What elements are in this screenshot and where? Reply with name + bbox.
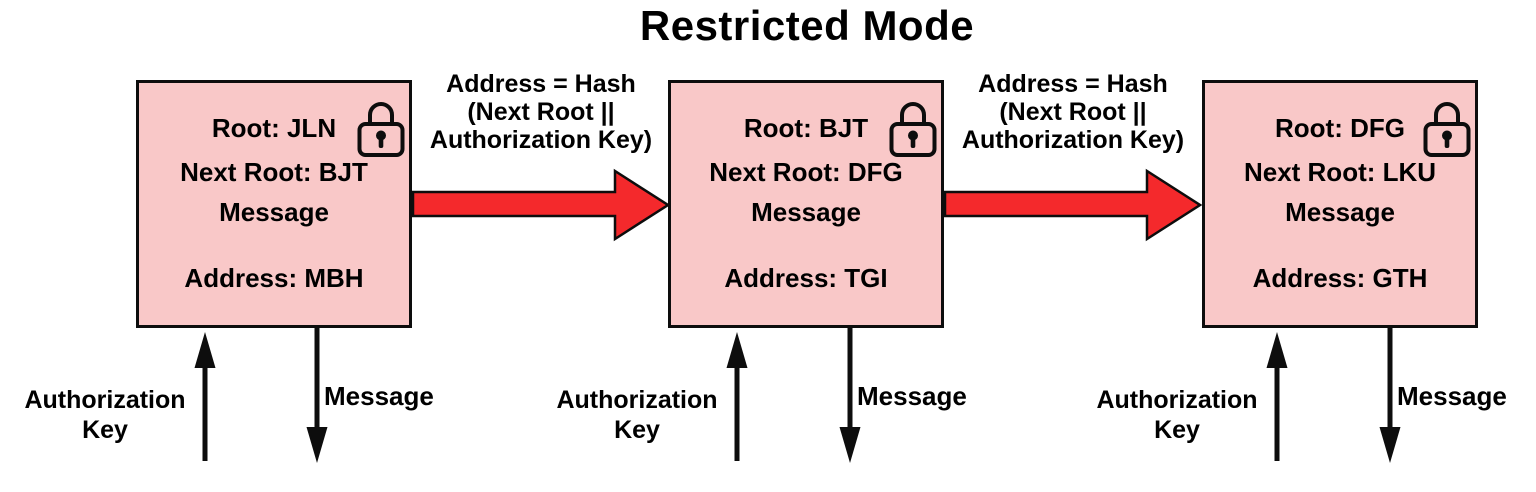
- hash-formula-line3: Authorization Key): [429, 126, 653, 154]
- message-output-label: Message: [1397, 381, 1507, 411]
- red-block-arrow-right: [944, 168, 1202, 242]
- authorization-key-label: Authorization Key: [12, 385, 198, 445]
- diagram-title: Restricted Mode: [639, 2, 975, 49]
- next-root-label: Next Root: DFG: [709, 157, 903, 187]
- authorization-key-line2: Key: [82, 416, 128, 444]
- hash-formula-line2: (Next Root ||: [467, 98, 615, 126]
- address-label: Address: MBH: [184, 263, 364, 293]
- message-block-2: Root: BJT Next Root: DFG Message Address…: [668, 80, 944, 328]
- message-block-1: Root: JLN Next Root: BJT Message Address…: [136, 80, 412, 328]
- message-arrow-down: [839, 328, 861, 463]
- hash-formula-line3: Authorization Key): [961, 126, 1185, 154]
- hash-formula-label: Address = Hash (Next Root || Authorizati…: [923, 70, 1223, 154]
- hash-formula-line2: (Next Root ||: [999, 98, 1147, 126]
- authorization-key-arrow-up: [194, 332, 216, 461]
- message-output-label: Message: [857, 381, 967, 411]
- message-output-label: Message: [324, 381, 434, 411]
- root-label: Root: DFG: [1275, 113, 1405, 143]
- hash-formula-line1: Address = Hash: [978, 70, 1168, 98]
- authorization-key-arrow-up: [1266, 332, 1288, 461]
- authorization-key-line1: Authorization: [556, 386, 718, 414]
- red-block-arrow-right: [412, 168, 670, 242]
- message-arrow-down: [306, 328, 328, 463]
- address-label: Address: TGI: [724, 263, 888, 293]
- authorization-key-line2: Key: [1154, 416, 1200, 444]
- next-root-label: Next Root: BJT: [180, 157, 368, 187]
- hash-formula-line1: Address = Hash: [446, 70, 636, 98]
- address-label: Address: GTH: [1252, 263, 1428, 293]
- message-label: Message: [751, 197, 861, 227]
- lock-icon: [889, 102, 937, 157]
- authorization-key-line1: Authorization: [24, 386, 186, 414]
- root-label: Root: BJT: [743, 113, 869, 143]
- message-label: Message: [1285, 197, 1395, 227]
- root-label: Root: JLN: [211, 113, 337, 143]
- authorization-key-line2: Key: [614, 416, 660, 444]
- message-block-3: Root: DFG Next Root: LKU Message Address…: [1202, 80, 1478, 328]
- message-arrow-down: [1379, 328, 1401, 463]
- authorization-key-label: Authorization Key: [1084, 385, 1270, 445]
- authorization-key-arrow-up: [726, 332, 748, 461]
- hash-formula-label: Address = Hash (Next Root || Authorizati…: [391, 70, 691, 154]
- lock-icon: [357, 102, 405, 157]
- authorization-key-label: Authorization Key: [544, 385, 730, 445]
- message-label: Message: [219, 197, 329, 227]
- authorization-key-line1: Authorization: [1096, 386, 1258, 414]
- lock-icon: [1423, 102, 1471, 157]
- next-root-label: Next Root: LKU: [1243, 157, 1437, 187]
